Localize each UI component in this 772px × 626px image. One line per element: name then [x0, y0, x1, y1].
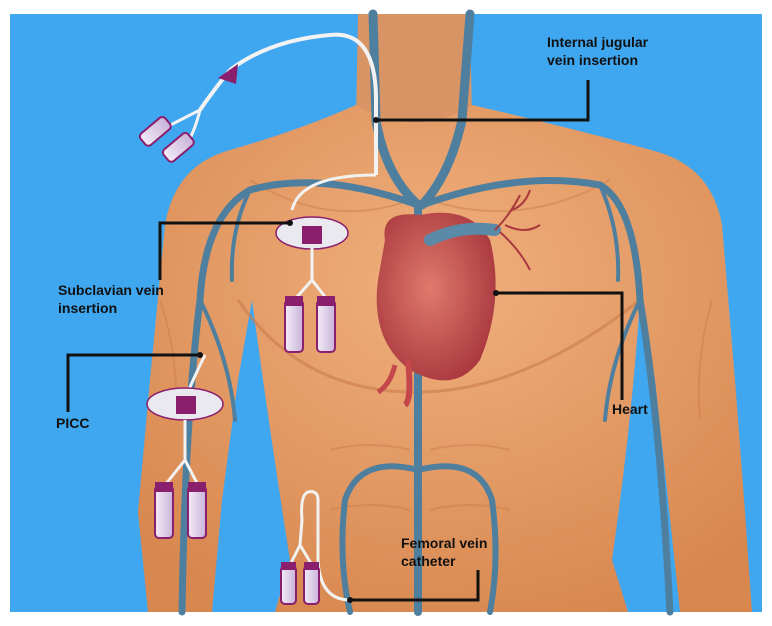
picc-label: PICC	[56, 414, 89, 432]
femoral-label: Femoral vein catheter	[401, 534, 487, 570]
subclavian-leader-dot	[287, 220, 293, 226]
subclavian-label: Subclavian vein insertion	[58, 281, 164, 317]
femoral-leader-dot	[347, 597, 353, 603]
jugular-leader-dot	[373, 117, 379, 123]
picc-leader-dot	[197, 352, 203, 358]
heart-leader-dot	[493, 290, 499, 296]
heart-label: Heart	[612, 400, 648, 418]
internal-jugular-label: Internal jugular vein insertion	[547, 33, 648, 69]
